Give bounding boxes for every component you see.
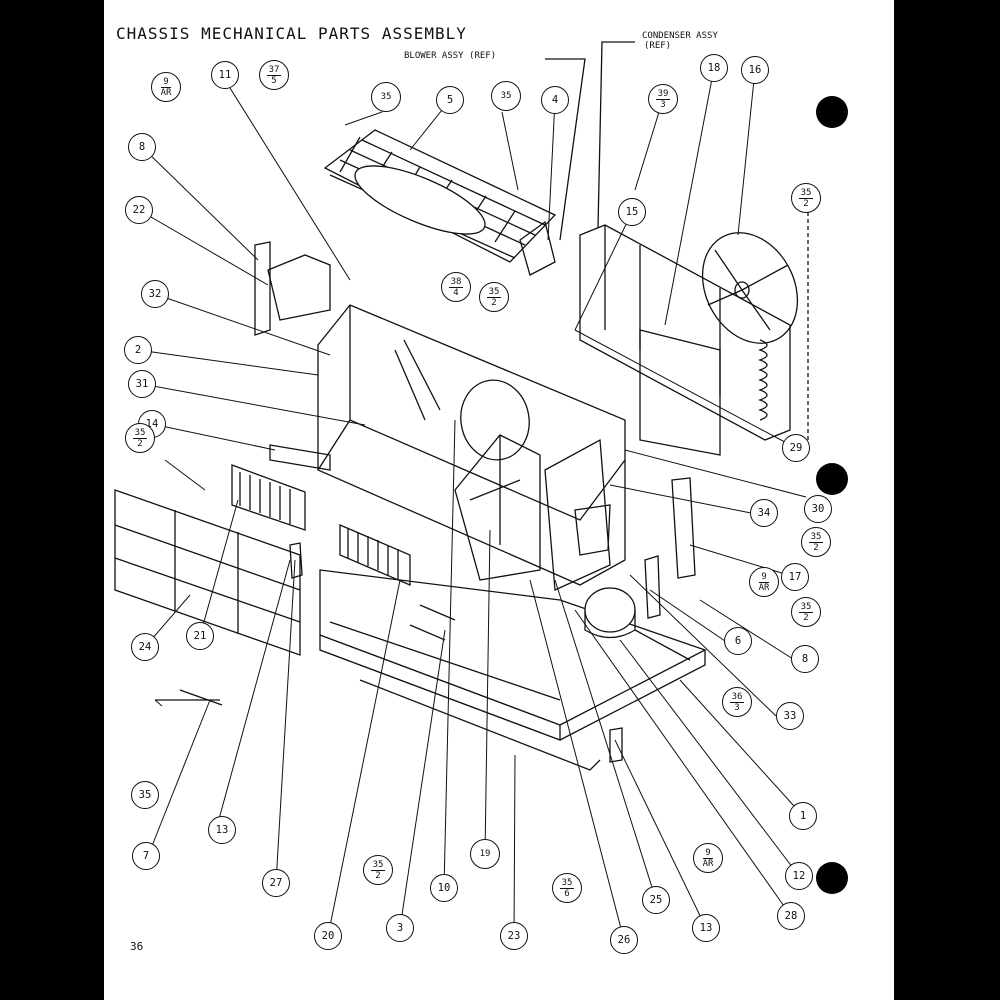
- part-number-bubble: 22: [125, 196, 153, 224]
- part-number-bubble: 17: [781, 563, 809, 591]
- part-number-bubble: 32: [141, 280, 169, 308]
- part-number-bubble: 30: [804, 495, 832, 523]
- compressor: [584, 587, 691, 661]
- diagram-title: CHASSIS MECHANICAL PARTS ASSEMBLY: [116, 24, 467, 43]
- left-duct-parts: [254, 241, 331, 471]
- binder-hole: [816, 862, 848, 894]
- part-number-bubble: 7: [132, 842, 160, 870]
- reference-bubble: 35: [371, 82, 401, 112]
- air-filter: [114, 489, 301, 656]
- reference-bubble: 19: [470, 839, 500, 869]
- base-pan: [319, 569, 707, 771]
- part-number-bubble: 31: [128, 370, 156, 398]
- front-grille: [231, 464, 306, 531]
- condenser-coil: [579, 224, 791, 456]
- parts-diagram-sheet: CHASSIS MECHANICAL PARTS ASSEMBLY CONDEN…: [104, 0, 894, 1000]
- condenser-assy-label: CONDENSER ASSY: [642, 31, 718, 41]
- binder-hole: [816, 463, 848, 495]
- condenser-fan: [701, 232, 799, 344]
- part-number-bubble: 23: [500, 922, 528, 950]
- part-number-bubble: 20: [314, 922, 342, 950]
- part-number-bubble: 15: [618, 198, 646, 226]
- chassis-box: [317, 304, 626, 591]
- part-number-bubble: 13: [208, 816, 236, 844]
- part-number-bubble: 1: [789, 802, 817, 830]
- part-number-bubble: 29: [782, 434, 810, 462]
- part-number-bubble: 25: [642, 886, 670, 914]
- part-number-bubble: 35: [131, 781, 159, 809]
- condenser-leader-line: [597, 41, 635, 229]
- part-number-bubble: 28: [777, 902, 805, 930]
- part-number-bubble: 34: [750, 499, 778, 527]
- part-number-bubble: 8: [128, 133, 156, 161]
- exploded-assembly-drawing: [114, 41, 809, 941]
- part-number-bubble: 6: [724, 627, 752, 655]
- binder-hole: [816, 96, 848, 128]
- control-bracket: [454, 434, 541, 581]
- page-number: 36: [130, 940, 144, 953]
- blower-leader-line: [545, 58, 586, 241]
- side-brackets: [289, 477, 696, 763]
- part-number-bubble: 10: [430, 874, 458, 902]
- vent-louvers: [339, 524, 411, 586]
- leader-lines: [137, 67, 808, 941]
- part-number-bubble: 5: [436, 86, 464, 114]
- part-number-bubble: 13: [692, 914, 720, 942]
- part-number-bubble: 33: [776, 702, 804, 730]
- blower-assembly-callout: BLOWER ASSY (REF): [404, 51, 497, 61]
- part-number-bubble: 2: [124, 336, 152, 364]
- part-number-bubble: 16: [741, 56, 769, 84]
- part-number-bubble: 4: [541, 86, 569, 114]
- part-number-bubble: 21: [186, 622, 214, 650]
- part-number-bubble: 27: [262, 869, 290, 897]
- part-number-bubble: 18: [700, 54, 728, 82]
- part-number-bubble: 11: [211, 61, 239, 89]
- part-number-bubble: 3: [386, 914, 414, 942]
- condenser-ref-label: (REF): [644, 41, 672, 51]
- part-number-bubble: 24: [131, 633, 159, 661]
- hardware-fasteners: [155, 205, 809, 706]
- condenser-assembly-callout: CONDENSER ASSY (REF): [642, 31, 718, 51]
- part-number-bubble: 26: [610, 926, 638, 954]
- blower-wheel-assembly: [323, 129, 557, 276]
- part-number-bubble: 8: [791, 645, 819, 673]
- reference-bubble: 35: [491, 81, 521, 111]
- part-number-bubble: 12: [785, 862, 813, 890]
